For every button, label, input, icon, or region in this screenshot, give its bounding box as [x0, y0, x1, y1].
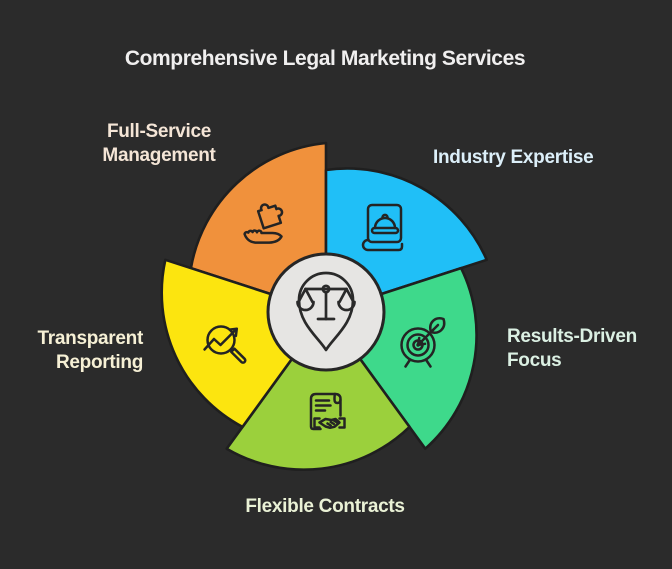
target-dart-icon: [400, 317, 446, 368]
label-flexible-contracts: Flexible Contracts: [245, 496, 405, 517]
contract-handshake-icon: [309, 392, 346, 431]
label-transparent-reporting: Transparent Reporting: [37, 328, 144, 373]
segment-flexible-contracts: [225, 310, 411, 471]
book-hardhat-icon: [361, 203, 404, 252]
page-title: Comprehensive Legal Marketing Services: [124, 47, 526, 70]
hand-puzzle-icon: [243, 203, 284, 244]
label-results-driven-focus: Results-Driven Focus: [507, 326, 637, 371]
legal-scales-pin-icon: [296, 271, 356, 352]
label-full-service-management: Full-Service Management: [102, 121, 216, 166]
label-industry-expertise: Industry Expertise: [433, 147, 594, 168]
magnifier-trend-icon: [203, 325, 247, 364]
